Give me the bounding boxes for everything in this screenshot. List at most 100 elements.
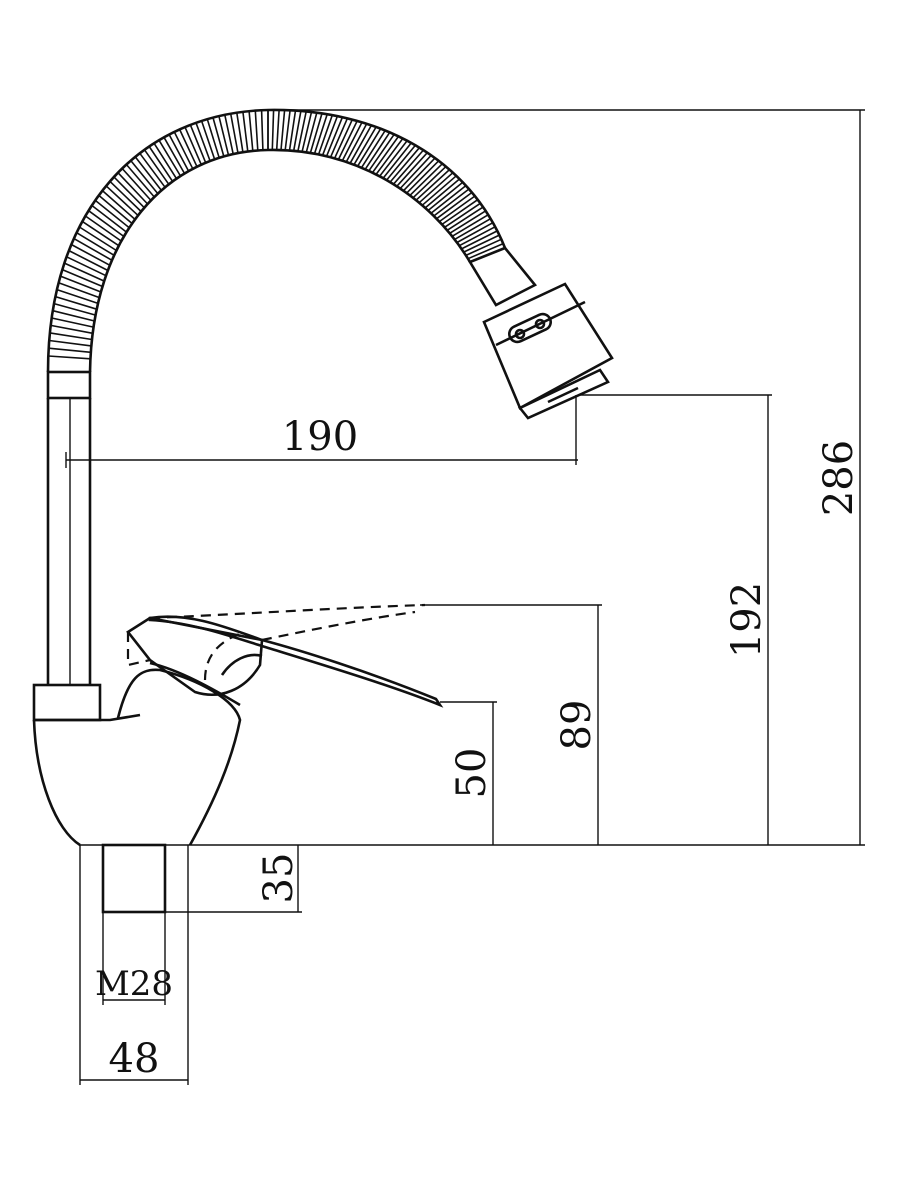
- hose-rib: [392, 149, 425, 185]
- hose-rib: [68, 249, 109, 272]
- hose-rib: [382, 142, 412, 179]
- hose-rib: [242, 111, 249, 152]
- hose-rib: [325, 116, 344, 157]
- hose-rib: [218, 115, 230, 156]
- hose-rib: [58, 282, 100, 299]
- hose-rib: [341, 121, 363, 161]
- hose-rib: [109, 180, 142, 213]
- hose-rib: [360, 130, 386, 169]
- hose-rib: [195, 122, 211, 162]
- hose-rib: [371, 135, 400, 174]
- hose-rib: [134, 156, 163, 191]
- hose-rib: [301, 111, 313, 152]
- hose-rib: [353, 126, 377, 166]
- hose-rib: [49, 332, 93, 341]
- hose-rib: [297, 111, 307, 152]
- lever-raised-position: [126, 603, 426, 681]
- hose-rib: [430, 184, 467, 214]
- hose-rib: [168, 134, 190, 172]
- hose-rib: [421, 175, 457, 206]
- hose-rib: [321, 115, 339, 156]
- hose-rib: [88, 210, 125, 238]
- hose-rib: [375, 138, 404, 175]
- hose-rib: [378, 140, 408, 177]
- hose-rib: [200, 120, 216, 160]
- hose-rib: [101, 190, 136, 220]
- hose-rib: [345, 123, 368, 163]
- hose-rib: [406, 160, 440, 194]
- hose-rib: [84, 215, 122, 242]
- hose-rib: [158, 139, 182, 177]
- hose-rib: [94, 199, 130, 229]
- hose-rib: [337, 120, 358, 160]
- hose-rib: [333, 119, 354, 159]
- hose-rib: [206, 118, 220, 159]
- hose-rib: [224, 114, 234, 155]
- hose-rib: [454, 218, 491, 241]
- hose-rib: [456, 221, 494, 244]
- hose-rib: [117, 172, 149, 205]
- hose-rib: [385, 144, 417, 181]
- hose-rib: [52, 309, 95, 322]
- hose-rib: [436, 191, 473, 220]
- hose-rib: [446, 206, 484, 231]
- hose-rib: [313, 113, 328, 154]
- hose-rib: [143, 149, 170, 185]
- hose-rib: [260, 110, 264, 151]
- outlet-height-label: 192: [724, 582, 770, 658]
- hose-rib: [449, 210, 487, 234]
- lever-height-label: 50: [449, 748, 495, 799]
- hose-rib: [148, 146, 174, 182]
- hose-rib: [189, 124, 207, 164]
- hose-rib: [412, 166, 447, 199]
- hose-rib: [451, 214, 489, 237]
- hose-rib: [229, 113, 239, 154]
- hose-rib: [280, 110, 286, 151]
- threaded-shank: [80, 843, 190, 914]
- hose-rib: [173, 131, 194, 170]
- reach-label: 190: [282, 414, 358, 460]
- hose-rib: [444, 202, 481, 228]
- hose-rib: [396, 152, 428, 187]
- hose-rib: [212, 117, 225, 157]
- hose-rib: [275, 109, 280, 151]
- raised-lever-height-label: 89: [554, 700, 600, 751]
- hose-rib: [105, 185, 139, 216]
- hose-rib: [284, 110, 291, 151]
- hose-rib: [467, 242, 504, 260]
- hose-rib: [236, 112, 244, 153]
- hose-rib: [153, 142, 178, 180]
- hose-rib: [458, 226, 496, 247]
- hose-rib: [56, 288, 99, 305]
- hose-rib: [441, 199, 479, 226]
- hose-rib: [399, 154, 432, 190]
- hose-rib: [349, 124, 373, 164]
- lever-handle: [126, 615, 444, 708]
- hose-rib: [61, 268, 103, 288]
- hose-rib: [139, 152, 166, 188]
- hose-rib: [48, 355, 91, 360]
- hose-rib: [81, 220, 120, 247]
- riser-pipe: [32, 370, 102, 722]
- dimension-lines: [65, 109, 865, 1085]
- hose-rib: [50, 324, 93, 335]
- total-height-label: 286: [816, 440, 862, 516]
- hose-rib: [248, 111, 254, 151]
- hose-rib: [433, 188, 470, 217]
- base-diameter-label: 48: [109, 1036, 160, 1082]
- hose-rib: [409, 163, 443, 196]
- hose-rib: [271, 109, 275, 150]
- hose-rib: [305, 112, 318, 153]
- mixer-body: [32, 661, 242, 847]
- hose-rib: [465, 238, 502, 257]
- hose-rib: [49, 339, 92, 347]
- hose-rib: [389, 147, 421, 183]
- hose-rib: [121, 167, 152, 201]
- hose-rib: [73, 237, 113, 261]
- hose-rib: [66, 256, 107, 277]
- hose-rib: [51, 317, 94, 328]
- hose-rib: [317, 114, 334, 155]
- hose-corrugation: [48, 109, 506, 360]
- hose-rib: [53, 302, 96, 316]
